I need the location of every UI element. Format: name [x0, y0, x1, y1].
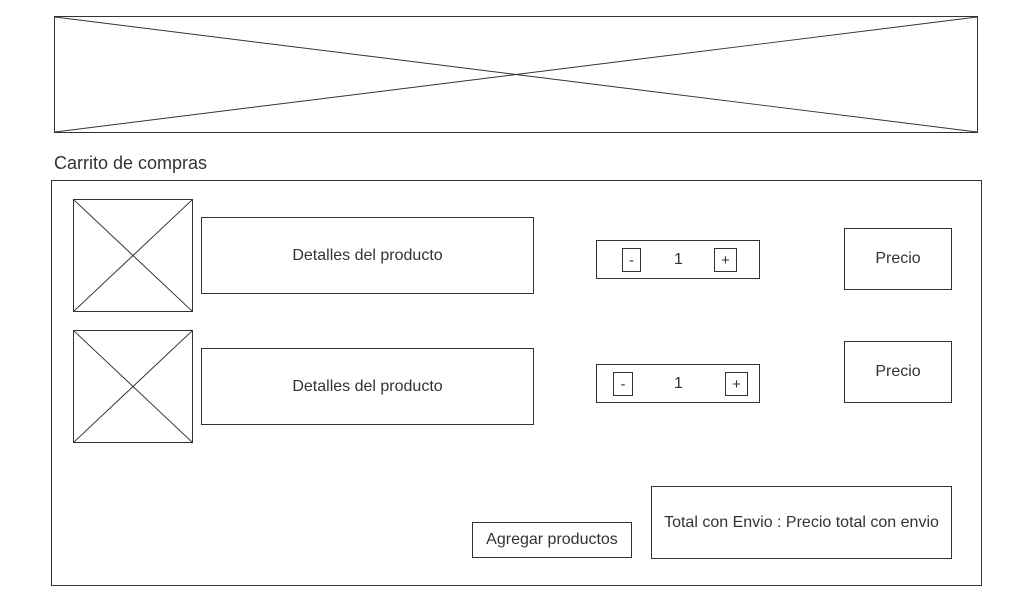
add-products-button[interactable]: Agregar productos — [472, 522, 632, 558]
decrement-button[interactable]: - — [613, 372, 633, 396]
page-title: Carrito de compras — [54, 153, 208, 173]
image-placeholder-icon — [55, 17, 977, 132]
increment-button[interactable]: + — [714, 248, 737, 272]
product-price: Precio — [844, 341, 952, 403]
product-price: Precio — [844, 228, 952, 290]
image-placeholder-icon — [74, 331, 192, 442]
product-image-placeholder — [73, 199, 193, 312]
product-details: Detalles del producto — [201, 217, 534, 294]
product-image-placeholder — [73, 330, 193, 443]
quantity-stepper: - 1 + — [596, 364, 760, 403]
quantity-value: 1 — [674, 374, 683, 392]
image-placeholder-icon — [74, 200, 192, 311]
total-with-shipping: Total con Envio : Precio total con envio — [651, 486, 952, 559]
quantity-value: 1 — [674, 250, 683, 268]
increment-button[interactable]: + — [725, 372, 748, 396]
shopping-cart-panel — [51, 180, 982, 586]
banner-image-placeholder — [54, 16, 978, 133]
product-details: Detalles del producto — [201, 348, 534, 425]
quantity-stepper: - 1 + — [596, 240, 760, 279]
decrement-button[interactable]: - — [622, 248, 641, 272]
